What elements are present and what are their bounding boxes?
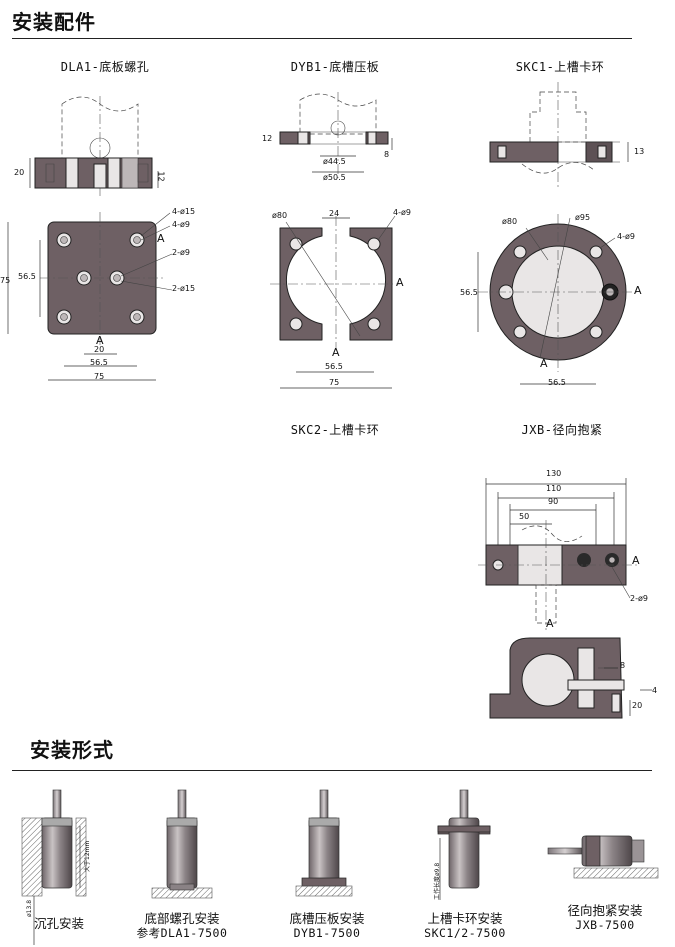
dla1-section-a-bottom: A (96, 334, 104, 347)
install-5-line2: JXB-7500 (575, 918, 635, 932)
install-radial-clamp-figure (547, 835, 659, 879)
dyb1-dim-24: 24 (329, 209, 340, 218)
dyb1-dim-75: 75 (329, 378, 340, 387)
dyb1-section-a: A (396, 276, 404, 289)
dla1-callout-4-15: 4-ø15 (172, 207, 196, 216)
install-rule (12, 770, 652, 771)
install-1-line1: 沉孔安装 (33, 916, 84, 931)
jxb-dim-90: 90 (548, 497, 559, 506)
dla1-dim-20-horizontal: 20 (94, 345, 105, 354)
dyb1-callout-80: ø80 (272, 211, 288, 220)
dla1-dim-20: 20 (14, 168, 25, 177)
dla1-dim-56-5-horizontal: 56.5 (90, 358, 108, 367)
install-1-dim-a: ø13.8 (26, 899, 33, 917)
install-caption-2: 底部螺孔安装 参考DLA1-7500 (127, 911, 237, 941)
jxb-dim-50: 50 (519, 512, 530, 521)
dla1-callout-2-9: 2-ø9 (172, 248, 190, 257)
install-caption-4: 上槽卡环安装 SKC1/2-7500 (410, 911, 520, 941)
install-groove-plate-figure (295, 789, 353, 897)
dyb1-dim-44-5: ø44.5 (323, 157, 346, 166)
dla1-dim-75-vertical: 75 (0, 276, 11, 285)
jxb-title: JXB-径向抱紧 (521, 423, 603, 437)
dla1-title: DLA1-底板螺孔 (60, 60, 150, 74)
install-caption-5: 径向抱紧安装 JXB-7500 (550, 903, 660, 933)
install-title: 安装形式 (30, 738, 114, 762)
skc1-holes (498, 245, 619, 339)
dyb1-dim-50-5: ø50.5 (323, 173, 346, 182)
dla1-section-a: A (157, 232, 165, 245)
skc1-dim-56-5-horizontal: 56.5 (548, 378, 566, 387)
accessories-title: 安装配件 (12, 10, 96, 34)
install-5-line1: 径向抱紧安装 (567, 903, 643, 918)
skc1-dim-13: 13 (634, 147, 645, 156)
jxb-dim-20: 20 (632, 701, 643, 710)
dyb1-section-a-bottom: A (332, 346, 340, 359)
dyb1-title: DYB1-底槽压板 (290, 60, 380, 74)
dla1-dim-75-horizontal: 75 (94, 372, 105, 381)
skc2-title: SKC2-上槽卡环 (290, 423, 380, 437)
skc1-title: SKC1-上槽卡环 (515, 60, 605, 74)
accessories-rule (12, 38, 632, 39)
install-2-line2: 参考DLA1-7500 (136, 926, 228, 940)
install-1-dim-b: 大于12mm (84, 840, 91, 872)
dyb1-holes (289, 237, 381, 331)
install-3-line2: DYB1-7500 (293, 926, 361, 940)
jxb-section-a: A (632, 554, 640, 567)
dla1-callout-4-9: 4-ø9 (172, 220, 190, 229)
skc1-callout-4-9: 4-ø9 (617, 232, 635, 241)
install-4-dim-a: 工作长度ø9.8 (434, 862, 441, 900)
dla1-dim-56-5-vertical: 56.5 (18, 272, 36, 281)
jxb-dim-130: 130 (546, 469, 562, 478)
dla1-holes (56, 232, 145, 325)
install-caption-1: 沉孔安装 (14, 916, 104, 931)
dyb1-dim-8: 8 (384, 150, 390, 159)
install-top-ring-figure (437, 789, 491, 900)
jxb-section-a-bottom: A (546, 617, 554, 630)
install-4-line2: SKC1/2-7500 (424, 926, 506, 940)
skc1-section-a: A (634, 284, 642, 297)
skc1-callout-80: ø80 (502, 217, 518, 226)
dyb1-callout-4-9: 4-ø9 (393, 208, 411, 217)
dyb1-dim-56-5: 56.5 (325, 362, 343, 371)
jxb-callout-2-9: 2-ø9 (630, 594, 648, 603)
install-2-line1: 底部螺孔安装 (144, 911, 220, 926)
install-3-line1: 底槽压板安装 (289, 911, 365, 926)
jxb-dim-4: 4 (652, 686, 658, 695)
dla1-callout-2-15: 2-ø15 (172, 284, 196, 293)
install-4-line1: 上槽卡环安装 (427, 911, 503, 926)
dyb1-dim-12: 12 (262, 134, 273, 143)
skc1-section-a-bottom: A (540, 357, 548, 370)
install-caption-3: 底槽压板安装 DYB1-7500 (272, 911, 382, 941)
install-bottom-thread-figure (151, 789, 213, 899)
skc1-callout-95: ø95 (575, 213, 591, 222)
install-counterbore-figure (21, 789, 87, 945)
skc1-dim-56-5-vertical: 56.5 (460, 288, 478, 297)
jxb-dim-8: 8 (620, 661, 626, 670)
jxb-dim-110: 110 (546, 484, 562, 493)
